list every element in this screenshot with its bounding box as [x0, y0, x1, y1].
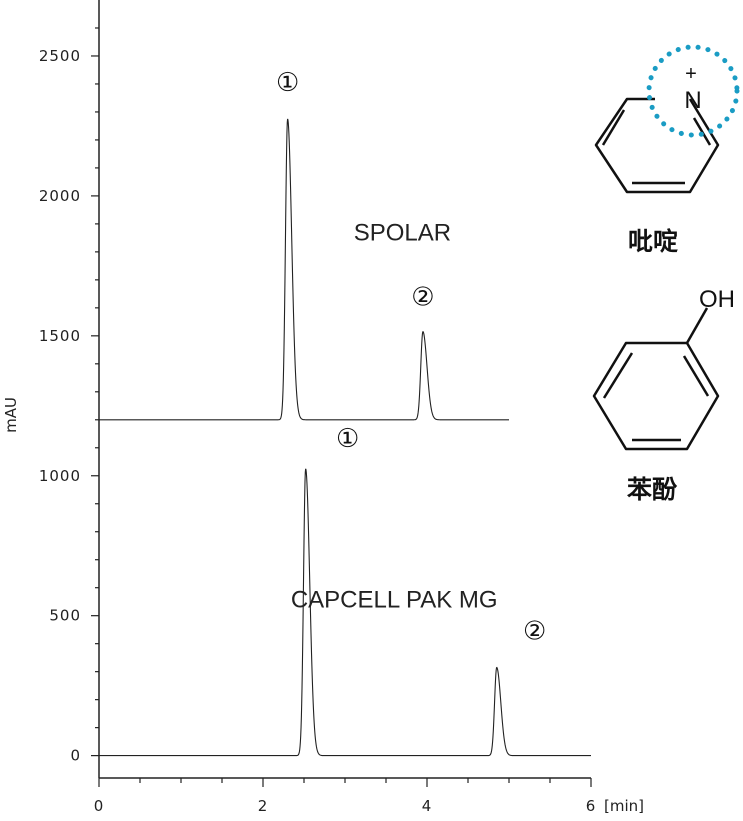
x-axis-unit: [min]	[604, 797, 644, 815]
trace-line	[99, 118, 509, 421]
traces	[99, 118, 591, 757]
y-tick-label: 1500	[39, 327, 81, 345]
y-ticks: 0 500 1000 1500 2000 2500	[39, 27, 99, 765]
nitrogen-atom-label: N	[684, 87, 701, 114]
phenol-name: 苯酚	[626, 475, 678, 504]
peak-label: ①	[276, 68, 299, 98]
y-axis-label: mAU	[2, 397, 20, 433]
x-tick-label: 6	[586, 797, 597, 815]
trace-line	[99, 468, 591, 757]
pyridine-ring	[594, 97, 720, 194]
peak-labels: ① ② ① ②	[276, 68, 546, 647]
peak-label: ①	[336, 424, 359, 454]
y-tick-label: 1000	[39, 467, 81, 485]
peak-label: ②	[523, 616, 546, 646]
y-tick-label: 2500	[39, 47, 81, 65]
y-tick-label: 2000	[39, 187, 81, 205]
phenol-ring	[592, 307, 720, 451]
series-labels: SPOLAR CAPCELL PAK MG	[291, 220, 498, 614]
axes	[98, 0, 591, 779]
pyridine-structure: N + 吡啶	[594, 44, 740, 256]
phenol-structure: OH 苯酚	[592, 286, 735, 504]
y-tick-label: 500	[49, 607, 81, 625]
nitrogen-highlight-circle	[646, 44, 740, 138]
positive-charge-label: +	[685, 63, 697, 85]
x-tick-label: 0	[94, 797, 105, 815]
x-tick-label: 4	[422, 797, 433, 815]
y-tick-label: 0	[70, 747, 81, 765]
peak-label: ②	[411, 283, 434, 313]
pyridine-name: 吡啶	[628, 227, 678, 256]
series-label: SPOLAR	[354, 220, 451, 247]
hydroxyl-group-label: OH	[699, 286, 735, 313]
x-tick-label: 2	[258, 797, 269, 815]
x-ticks: 0 2 4 6	[94, 778, 597, 815]
series-label: CAPCELL PAK MG	[291, 586, 498, 613]
